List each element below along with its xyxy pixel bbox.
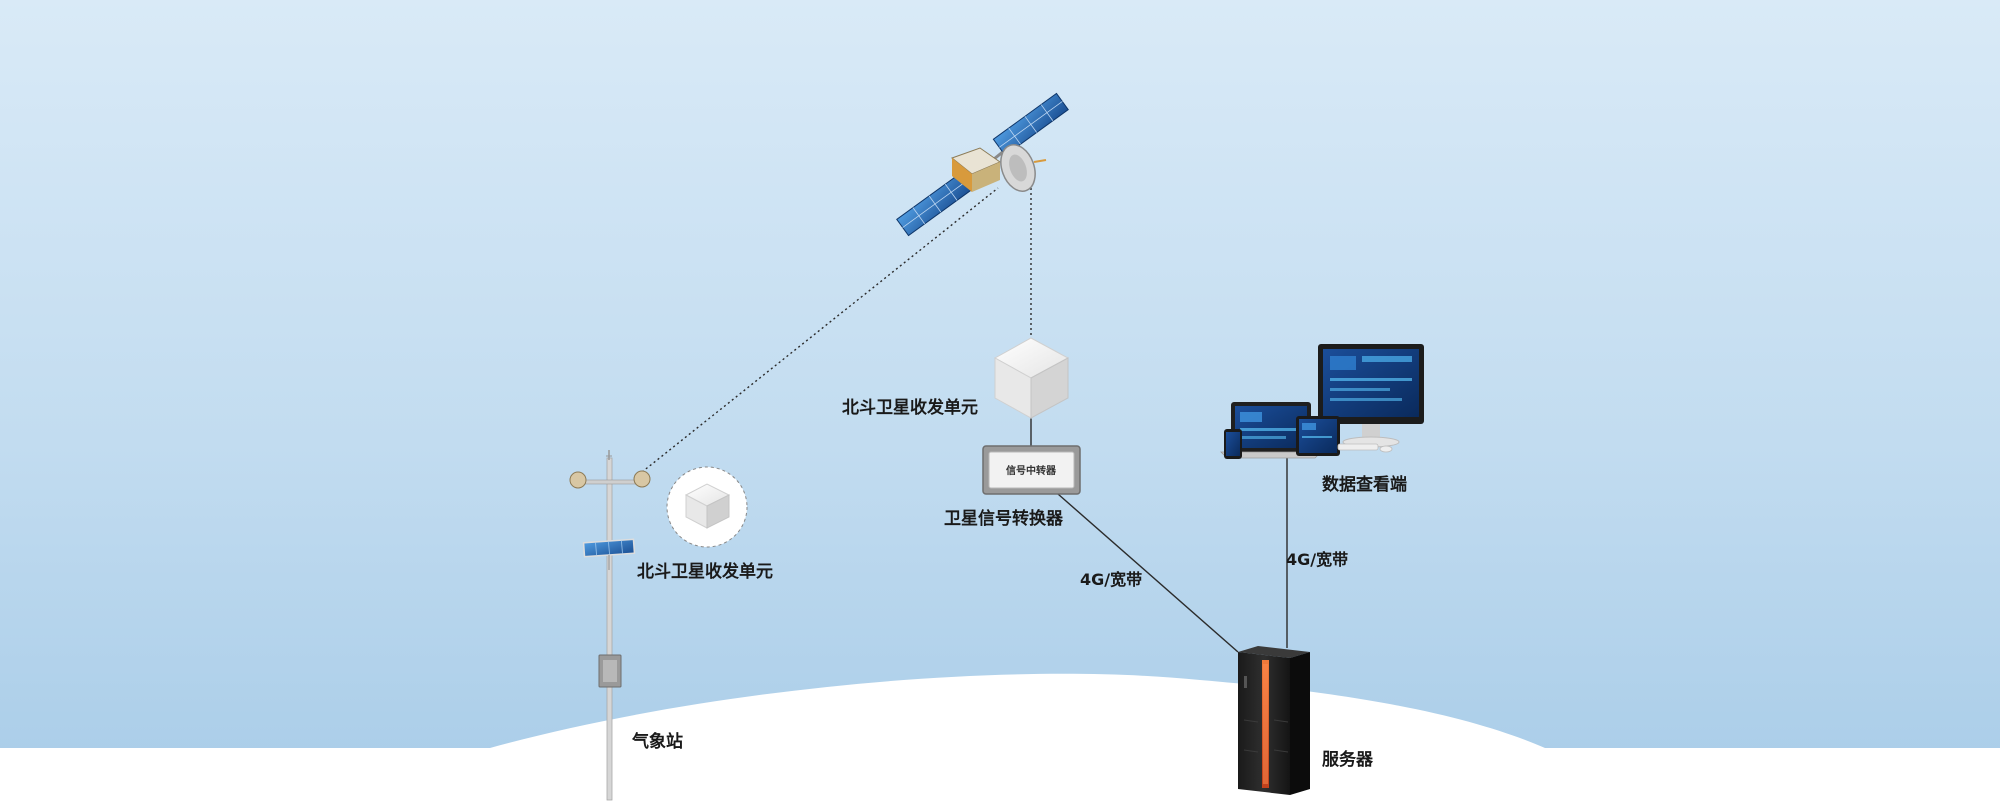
beidou-unit-center-cube-icon <box>993 337 1070 419</box>
weather-station-icon <box>569 450 651 801</box>
ground-hill <box>0 673 2000 804</box>
server-rack-icon <box>1238 646 1310 795</box>
devices-icon <box>1220 344 1424 459</box>
signal-converter-device-text: 信号中转器 <box>1006 464 1057 477</box>
beidou-unit-station-label: 北斗卫星收发单元 <box>637 561 773 582</box>
link-converter-server <box>1057 493 1239 653</box>
server-label: 服务器 <box>1322 749 1374 770</box>
beidou-unit-center-label: 北斗卫星收发单元 <box>842 397 978 418</box>
link-label-terminal-server: 4G/宽带 <box>1286 550 1348 569</box>
satellite-icon <box>896 92 1069 237</box>
link-station-satellite <box>641 187 999 473</box>
signal-converter-device: 信号中转器 <box>982 445 1081 495</box>
beidou-unit-station-cube-icon <box>666 466 748 548</box>
link-label-converter-server: 4G/宽带 <box>1080 570 1142 589</box>
data-terminal-label: 数据查看端 <box>1322 474 1407 495</box>
signal-converter-label: 卫星信号转换器 <box>944 508 1064 529</box>
weather-station-label: 气象站 <box>631 731 683 752</box>
